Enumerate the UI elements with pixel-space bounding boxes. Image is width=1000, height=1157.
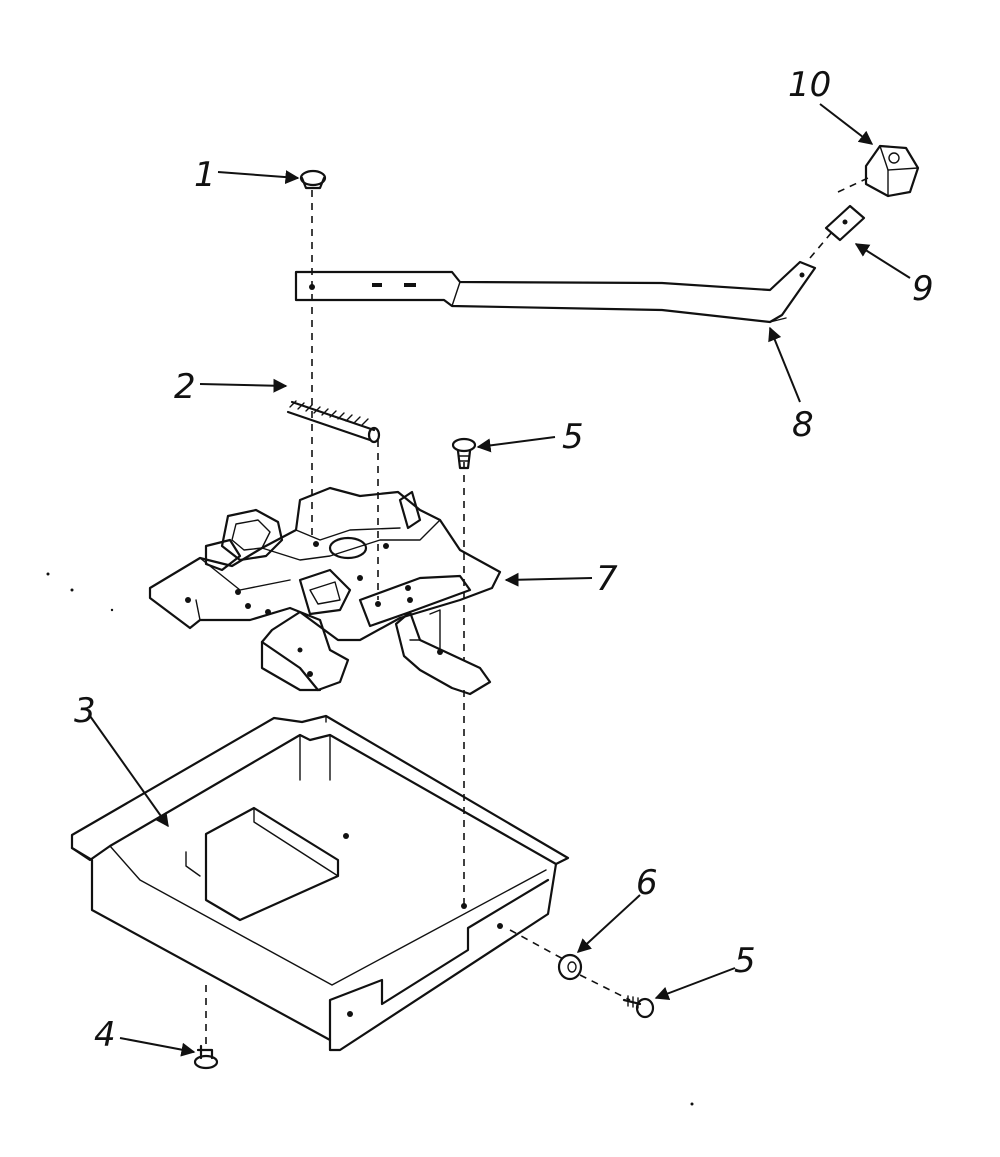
callout-9: 9 <box>912 269 934 309</box>
callout-10: 10 <box>788 65 831 105</box>
spring-2 <box>286 400 381 444</box>
callout-5-lower: 5 <box>734 941 756 981</box>
screw-4 <box>193 1044 219 1070</box>
housing-3 <box>70 714 570 1052</box>
screw-1 <box>299 169 327 190</box>
callout-arrows <box>89 103 911 1057</box>
scan-specks <box>46 572 694 1106</box>
callout-6: 6 <box>636 863 658 903</box>
callout-5-upper: 5 <box>562 417 584 457</box>
lever-rod-8 <box>294 260 817 324</box>
callout-1: 1 <box>194 155 216 195</box>
screw-5-upper <box>451 437 477 470</box>
screw-5-lower <box>622 995 655 1019</box>
washer-6 <box>557 953 583 981</box>
callout-3: 3 <box>74 691 96 731</box>
latch-assembly-7 <box>148 486 502 696</box>
callout-2: 2 <box>174 367 196 407</box>
callout-4: 4 <box>94 1015 116 1055</box>
callout-7: 7 <box>596 559 618 599</box>
knob-10 <box>864 144 920 198</box>
clip-9 <box>824 204 866 242</box>
callout-8: 8 <box>792 405 814 445</box>
